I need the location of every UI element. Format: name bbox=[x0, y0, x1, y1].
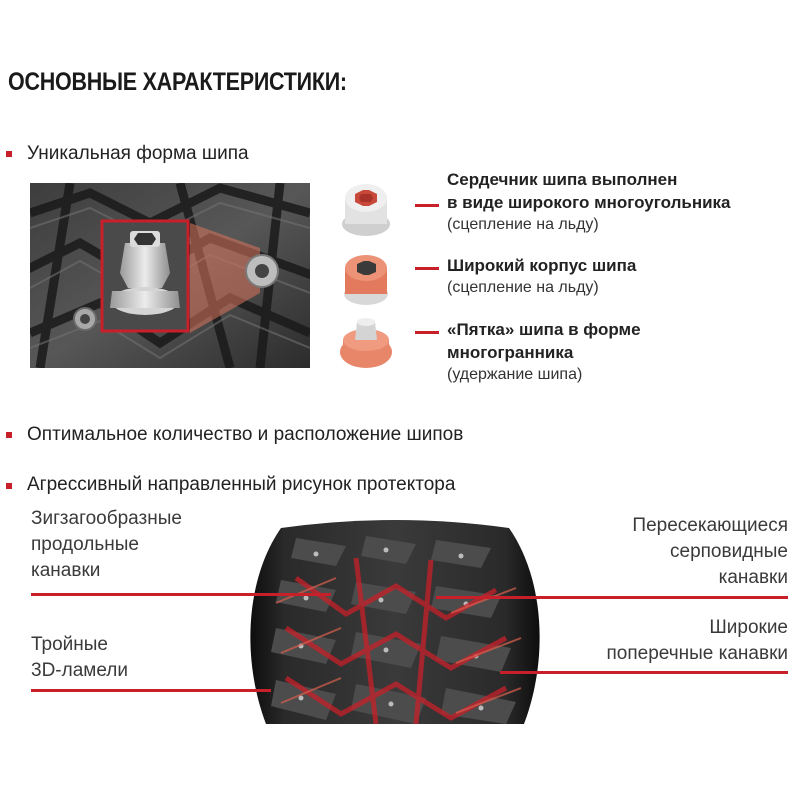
bullet-marker bbox=[6, 483, 12, 489]
label-zigzag-line-3: канавки bbox=[31, 560, 101, 581]
label-wide-transverse-grooves: Широкие поперечные канавки bbox=[607, 615, 788, 667]
feature-core-title-1: Сердечник шипа выполнен bbox=[447, 170, 678, 189]
label-zigzag-line-2: продольные bbox=[31, 534, 139, 555]
bullet-marker bbox=[6, 151, 12, 157]
label-wide-line-1: Широкие bbox=[709, 617, 788, 638]
feature-heel-note: (удержание шипа) bbox=[447, 366, 583, 383]
label-zigzag-grooves: Зигзагообразные продольные канавки bbox=[31, 506, 182, 584]
tire-closeup-image bbox=[30, 183, 310, 368]
feature-core-note: (сцепление на льду) bbox=[447, 216, 599, 233]
feature-body: Широкий корпус шипа (сцепление на льду) bbox=[447, 254, 636, 297]
bullet-stud-layout: Оптимальное количество и расположение ши… bbox=[27, 424, 464, 445]
bullet-marker bbox=[6, 432, 12, 438]
stud-body-icon bbox=[335, 250, 397, 308]
label-crescent-line-1: Пересекающиеся bbox=[632, 515, 788, 536]
leader-line bbox=[436, 596, 788, 599]
feature-heel-title-2: многогранника bbox=[447, 343, 574, 362]
bullet-unique-stud-shape: Уникальная форма шипа bbox=[27, 143, 249, 164]
tire-tread-image bbox=[236, 518, 554, 724]
leader-line bbox=[415, 331, 439, 334]
label-sipes-line-1: Тройные bbox=[31, 634, 109, 655]
leader-line bbox=[500, 671, 788, 674]
leader-line bbox=[31, 689, 271, 692]
feature-heel: «Пятка» шипа в форме многогранника (удер… bbox=[447, 318, 641, 384]
feature-heel-title-1: «Пятка» шипа в форме bbox=[447, 320, 641, 339]
feature-body-note: (сцепление на льду) bbox=[447, 279, 599, 296]
label-3d-sipes: Тройные 3D-ламели bbox=[31, 632, 128, 684]
feature-body-title: Широкий корпус шипа bbox=[447, 256, 637, 275]
stud-core-icon bbox=[335, 180, 397, 240]
leader-line bbox=[31, 593, 331, 596]
label-crescent-grooves: Пересекающиеся серповидные канавки bbox=[632, 513, 788, 591]
label-crescent-line-2: серповидные bbox=[670, 541, 788, 562]
label-crescent-line-3: канавки bbox=[718, 567, 788, 588]
label-wide-line-2: поперечные канавки bbox=[606, 643, 788, 664]
leader-line bbox=[415, 204, 439, 207]
feature-core-title-2: в виде широкого многоугольника bbox=[447, 193, 731, 212]
label-zigzag-line-1: Зигзагообразные bbox=[31, 508, 182, 529]
label-sipes-line-2: 3D-ламели bbox=[31, 660, 128, 681]
feature-core: Сердечник шипа выполнен в виде широкого … bbox=[447, 168, 731, 234]
leader-line bbox=[415, 267, 439, 270]
bullet-tread-pattern: Агрессивный направленный рисунок протект… bbox=[27, 474, 456, 495]
page-title: ОСНОВНЫЕ ХАРАКТЕРИСТИКИ: bbox=[8, 68, 347, 96]
stud-heel-icon bbox=[335, 312, 397, 372]
